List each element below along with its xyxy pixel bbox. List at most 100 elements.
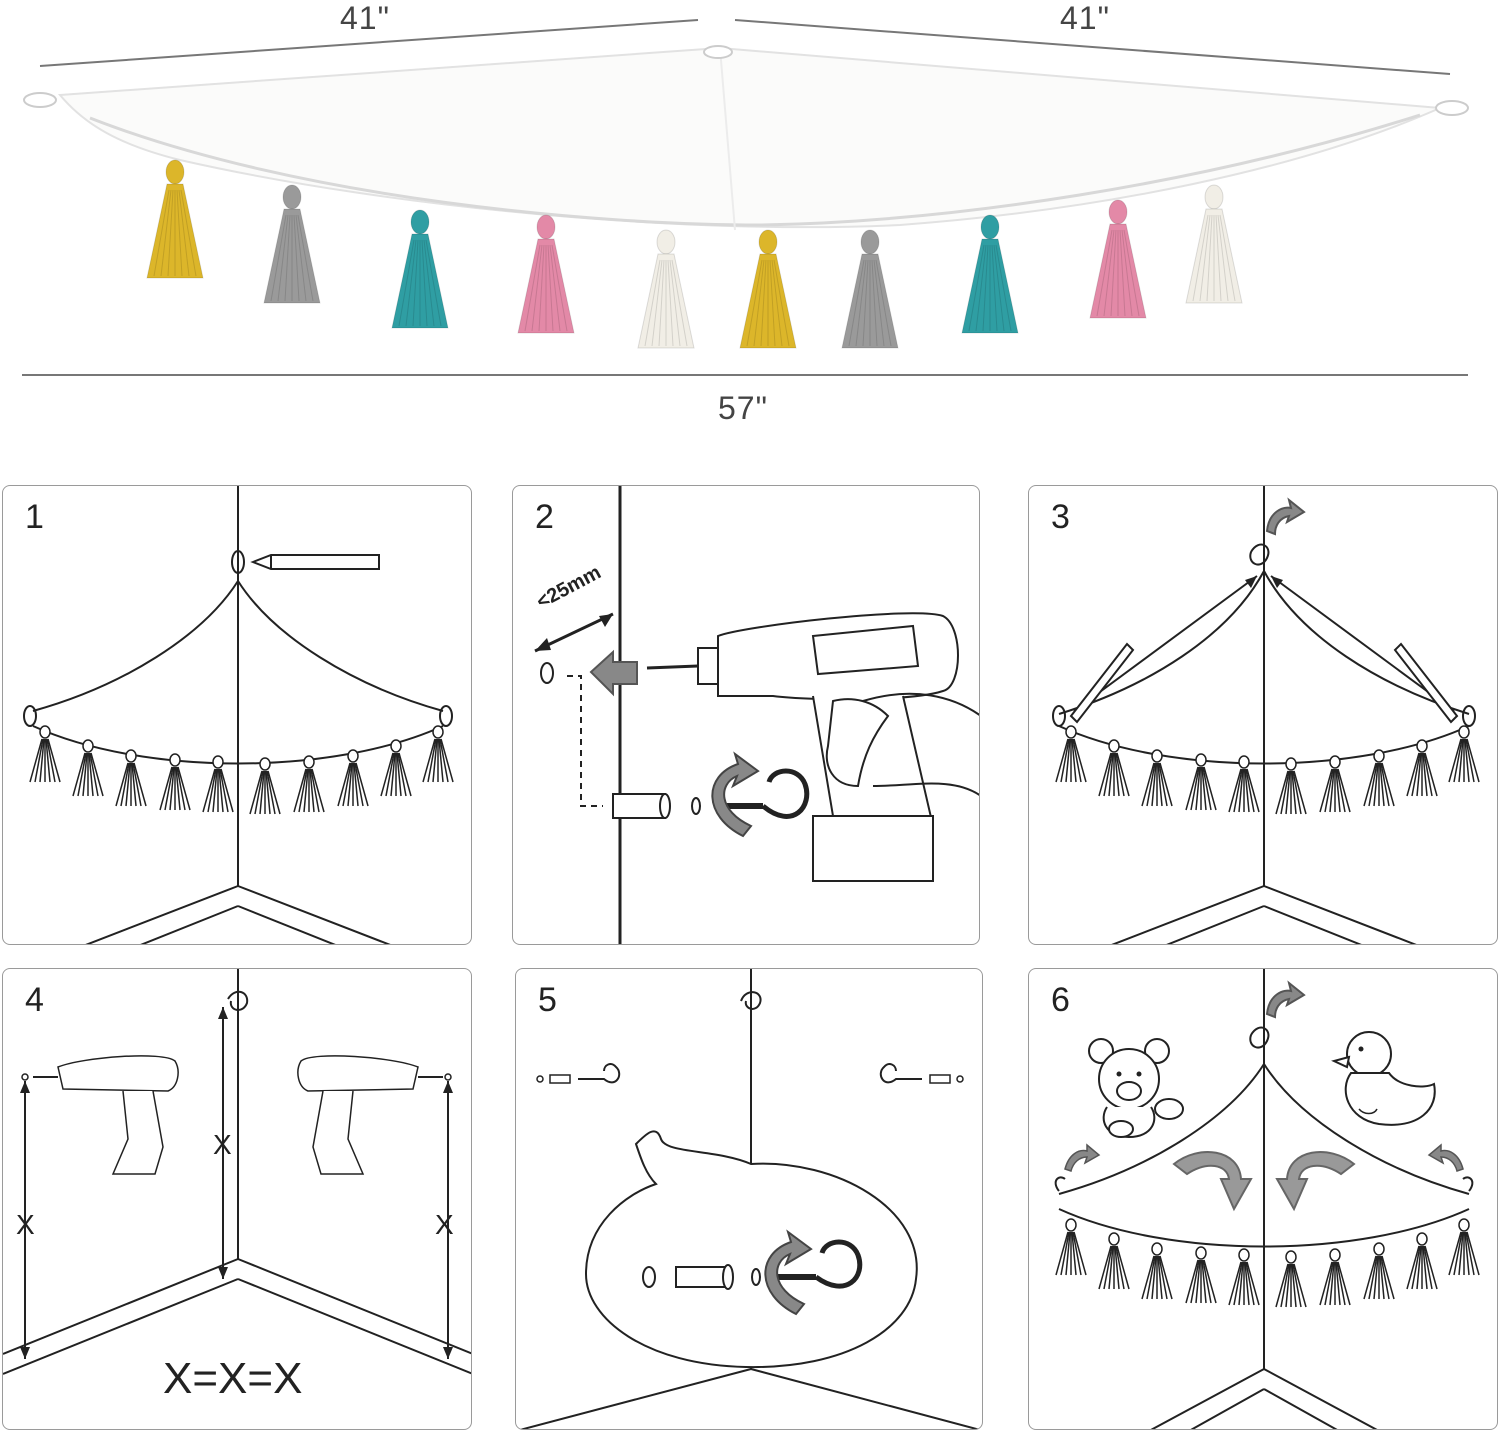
pencil-icon xyxy=(250,554,380,570)
tassel-icon xyxy=(1448,1218,1480,1276)
canopy-fabric xyxy=(57,46,1441,229)
drill-direction-arrow-icon xyxy=(589,649,638,697)
step-4-drawing xyxy=(3,969,471,1375)
mark-left-icon xyxy=(21,1073,29,1081)
floor-corner xyxy=(519,1368,981,1429)
step-number: 6 xyxy=(1051,981,1070,1019)
tassel-icon xyxy=(249,757,281,815)
teddy-bear-icon xyxy=(1088,1038,1184,1139)
dimension-label-right: 41" xyxy=(1060,0,1110,36)
ceiling-hook-icon xyxy=(1249,543,1270,566)
pull-arrow-left-icon xyxy=(1069,642,1135,724)
canopy-fold xyxy=(719,47,736,231)
rotate-arrow-icon xyxy=(764,1229,813,1316)
tassel-row-drawing xyxy=(1055,725,1480,815)
tassel-icon xyxy=(29,725,61,783)
loop-right xyxy=(1435,100,1469,116)
tassel-icon xyxy=(1363,749,1395,807)
canopy-bottom-edge xyxy=(1058,1208,1470,1248)
dimension-line-right xyxy=(734,19,1451,75)
tassel xyxy=(263,184,321,304)
rotate-arrow-icon xyxy=(711,751,760,838)
tassel xyxy=(637,229,695,349)
tassel-icon xyxy=(202,755,234,813)
canopy-hem xyxy=(89,113,1421,227)
tassel-icon xyxy=(1098,739,1130,797)
floor-corner xyxy=(3,1258,471,1375)
side-hook-right-icon xyxy=(1462,1176,1474,1192)
tassel-icon xyxy=(1055,1218,1087,1276)
plug-hole-icon xyxy=(691,797,701,815)
plug-hole-icon xyxy=(751,1268,761,1286)
tassel xyxy=(961,214,1019,334)
wall-plug-icon xyxy=(675,1264,734,1290)
step-3-panel: 3 xyxy=(1028,485,1498,945)
canopy-svg xyxy=(22,19,1469,376)
step-3-drawing xyxy=(1052,486,1480,944)
tassel-icon xyxy=(293,755,325,813)
pull-line-left xyxy=(1073,575,1258,712)
loop-right-icon xyxy=(1462,705,1476,727)
tassel xyxy=(1185,184,1243,304)
tassel-icon xyxy=(1406,1232,1438,1290)
step-6-drawing xyxy=(1054,969,1480,1429)
drill-left-icon xyxy=(33,1055,179,1175)
step-4-panel: 4 X X X X=X=X xyxy=(2,968,472,1430)
dimension-label-width: 57" xyxy=(718,390,768,426)
hang-arrow-icon xyxy=(1265,980,1306,1019)
step-2-drawing xyxy=(534,486,979,944)
tassel-icon xyxy=(380,739,412,797)
canopy-edge-left xyxy=(32,580,239,712)
tassel-row-drawing xyxy=(29,725,454,815)
tassel xyxy=(739,229,797,349)
drill-hole-icon xyxy=(642,1266,656,1288)
x-marker-left: X xyxy=(16,1209,35,1240)
dimension-line-left xyxy=(39,19,699,67)
tassel-icon xyxy=(72,739,104,797)
tassel xyxy=(391,209,449,329)
product-illustration: 41" 41" 57" xyxy=(0,0,1500,440)
step-number: 3 xyxy=(1051,498,1070,536)
floor-corner xyxy=(1150,1368,1378,1429)
loop-right-icon xyxy=(439,705,453,727)
wall-hook-left-icon xyxy=(536,1063,621,1084)
step-number: 5 xyxy=(538,981,557,1019)
loop-top xyxy=(703,45,733,59)
tassel-icon xyxy=(1228,1248,1260,1306)
step-number: 2 xyxy=(535,498,554,536)
floor-corner xyxy=(1111,885,1417,944)
hang-arrow-icon xyxy=(1265,497,1306,536)
depth-arrow-heads xyxy=(535,614,613,651)
dimension-label-left: 41" xyxy=(340,0,390,36)
tassel-icon xyxy=(337,749,369,807)
step-5-panel: 5 xyxy=(515,968,983,1430)
drill-right-icon xyxy=(297,1055,443,1175)
pull-arrow-right-icon xyxy=(1393,642,1459,724)
canopy-edge-right xyxy=(1263,1063,1470,1195)
equal-height-equation: X=X=X xyxy=(163,1354,303,1403)
tassel-icon xyxy=(1406,739,1438,797)
tassel-icon xyxy=(1275,1250,1307,1308)
hook-arrow-right-icon xyxy=(1427,1143,1464,1172)
pull-line-right xyxy=(1270,575,1455,712)
tassel-icon xyxy=(115,749,147,807)
tassel-icon xyxy=(1319,755,1351,813)
tassel-icon xyxy=(159,753,191,811)
mark-point-icon xyxy=(231,550,245,574)
canopy-edge-right xyxy=(237,580,444,712)
tassel xyxy=(1089,199,1147,319)
hook-arrow-left-icon xyxy=(1064,1143,1101,1172)
step-5-drawing xyxy=(519,969,981,1429)
tassel-icon xyxy=(1141,1242,1173,1300)
floor-corner xyxy=(85,885,391,944)
step-2-panel: 2 <25mm xyxy=(512,485,980,945)
loop-left-icon xyxy=(1052,705,1066,727)
ceiling-hook-icon xyxy=(227,990,249,1011)
tassel xyxy=(146,159,204,279)
tassel-icon xyxy=(1448,725,1480,783)
guide-dashed-line xyxy=(567,675,603,807)
tassel-icon xyxy=(422,725,454,783)
step-6-panel: 6 xyxy=(1028,968,1498,1430)
wall-plug-icon xyxy=(612,793,671,819)
tassel-icon xyxy=(1363,1242,1395,1300)
